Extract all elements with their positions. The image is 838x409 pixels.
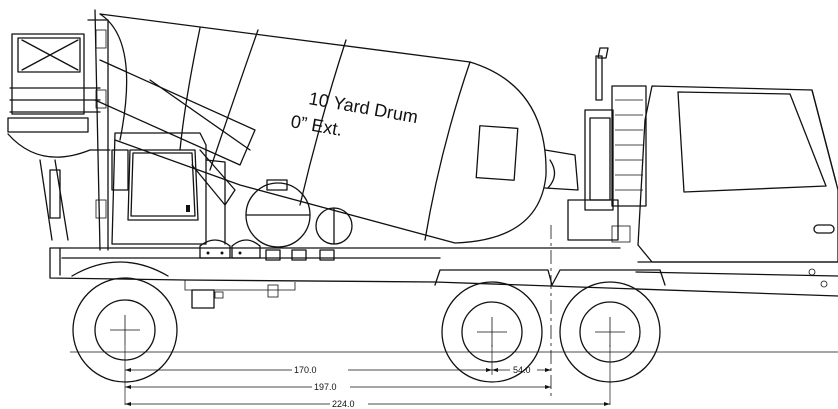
dimension-lines	[124, 345, 611, 406]
rear-platform	[7, 9, 111, 251]
dimension-224: 224.0	[332, 399, 355, 409]
tandem-wheel-front	[434, 269, 553, 383]
dimension-170: 170.0	[294, 365, 317, 375]
dimension-54: 54.0	[513, 365, 531, 375]
cab	[111, 132, 226, 245]
step-boxes	[199, 239, 335, 261]
drum-extension-label: 0” Ext.	[289, 111, 344, 140]
engine-components	[567, 85, 647, 243]
exhaust-stack	[595, 47, 609, 101]
dimension-197: 197.0	[314, 382, 337, 392]
air-tank	[315, 207, 353, 245]
chassis-frame	[49, 247, 838, 309]
truck-hood	[635, 85, 838, 288]
water-tank	[245, 179, 311, 248]
